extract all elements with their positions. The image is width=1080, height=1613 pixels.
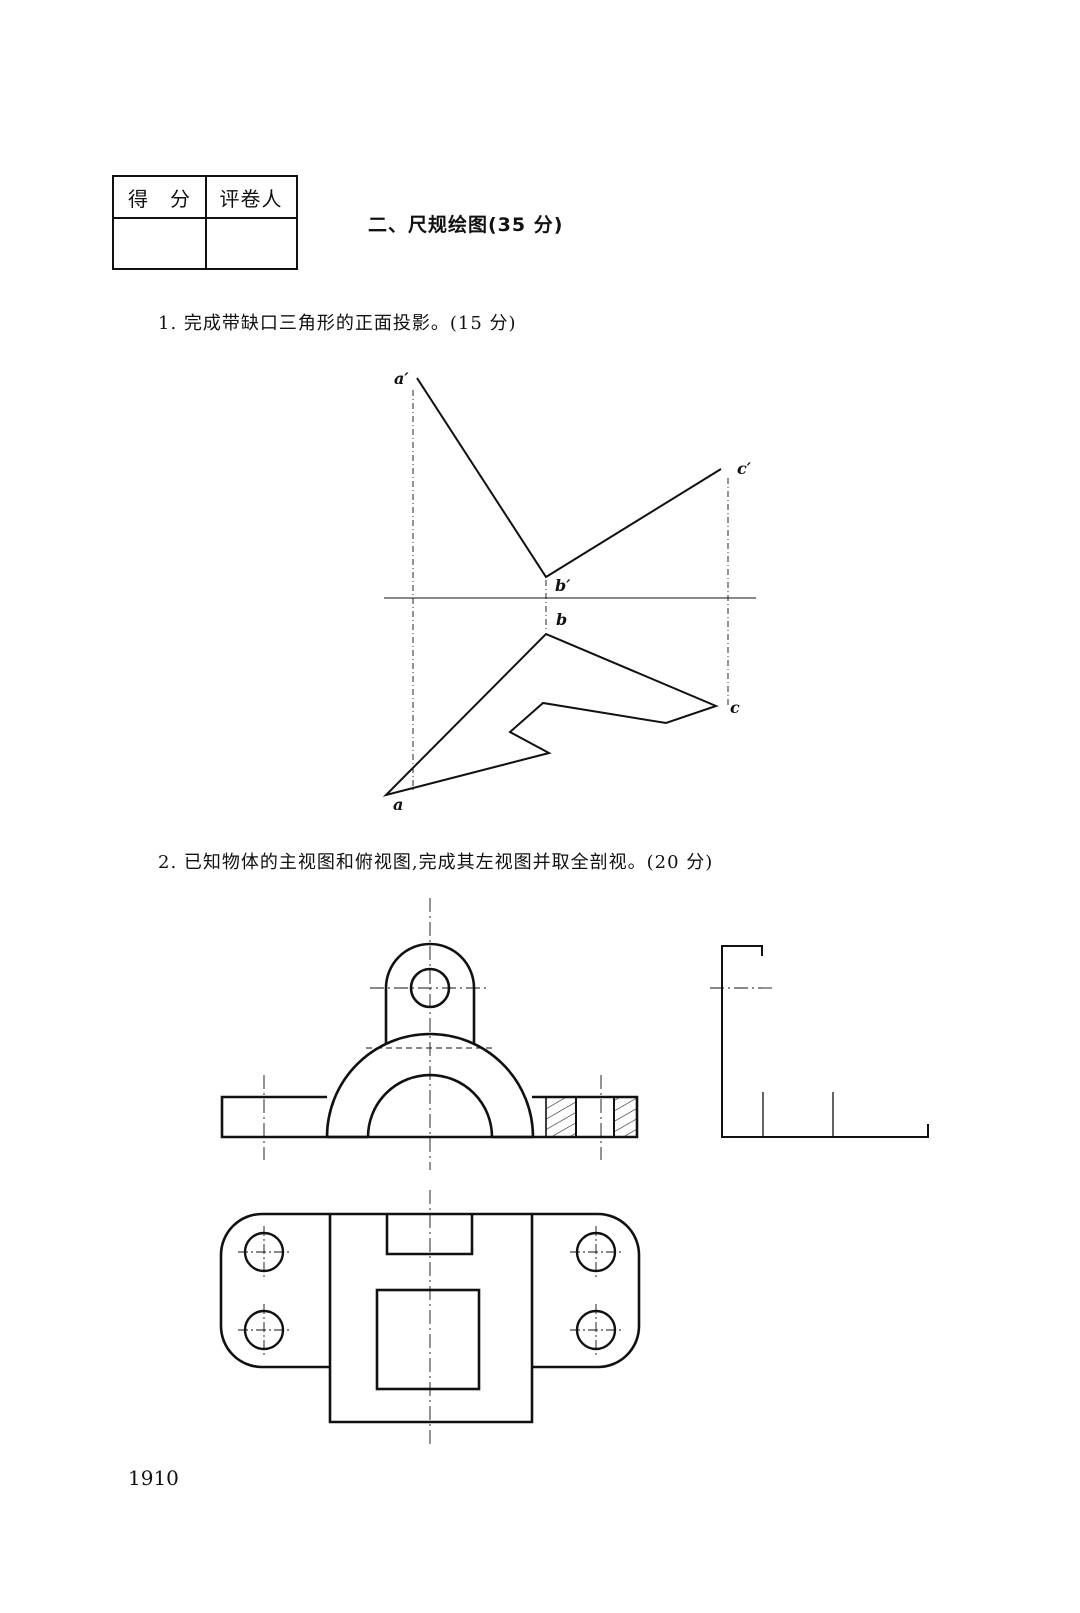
- label-c-prime: c′: [737, 459, 752, 478]
- figure-2-left-view-partial: [710, 945, 929, 1138]
- front-view-edges: [416, 377, 722, 579]
- label-b: b: [556, 610, 567, 629]
- figure-2-front-view: [220, 898, 639, 1170]
- section-title: 二、尺规绘图(35 分): [368, 214, 564, 236]
- figure-2-top-view: [219, 1190, 641, 1445]
- score-table: 得 分 评卷人: [112, 175, 298, 270]
- page-number: 1910: [128, 1466, 179, 1490]
- question-1: 1. 完成带缺口三角形的正面投影。(15 分): [158, 313, 517, 334]
- table-divider-horizontal: [114, 217, 296, 219]
- label-b-prime: b′: [555, 576, 571, 595]
- question-2: 2. 已知物体的主视图和俯视图,完成其左视图并取全剖视。(20 分): [158, 852, 714, 873]
- label-c: c: [730, 698, 740, 717]
- label-a-prime: a′: [394, 369, 409, 388]
- front-center-lines: [263, 898, 602, 1170]
- projection-lines: [412, 390, 729, 790]
- figure-1-projection: [382, 377, 756, 797]
- score-label: 得 分: [128, 186, 191, 211]
- label-a: a: [393, 795, 403, 814]
- grader-label: 评卷人: [219, 186, 283, 211]
- top-view-outline: [382, 632, 719, 797]
- table-divider-vertical: [205, 177, 207, 268]
